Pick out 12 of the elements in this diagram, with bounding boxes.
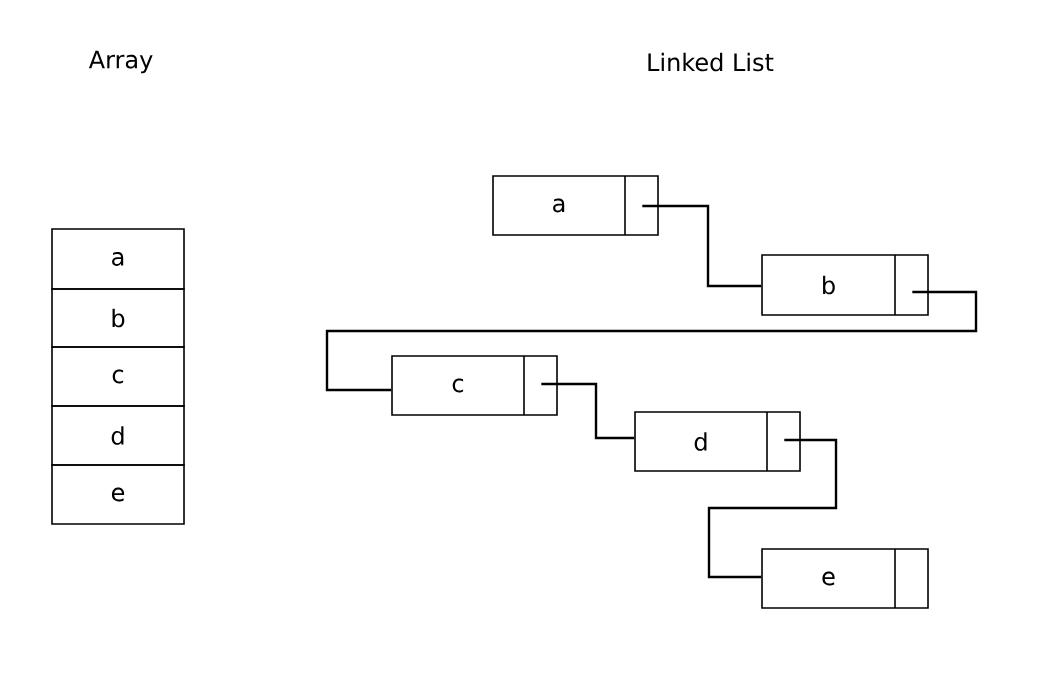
array-cell: e <box>51 464 185 525</box>
array-cell: a <box>51 228 185 290</box>
list-node: e <box>761 548 929 609</box>
list-node: d <box>634 411 801 472</box>
array-cell: d <box>51 405 185 466</box>
heading: Linked List <box>648 52 774 72</box>
list-node: b <box>761 254 929 316</box>
list-node: c <box>391 355 558 416</box>
heading: Array <box>88 50 153 74</box>
array-cell: c <box>51 346 185 407</box>
array-cell: b <box>51 288 185 348</box>
list-node: a <box>492 175 659 236</box>
